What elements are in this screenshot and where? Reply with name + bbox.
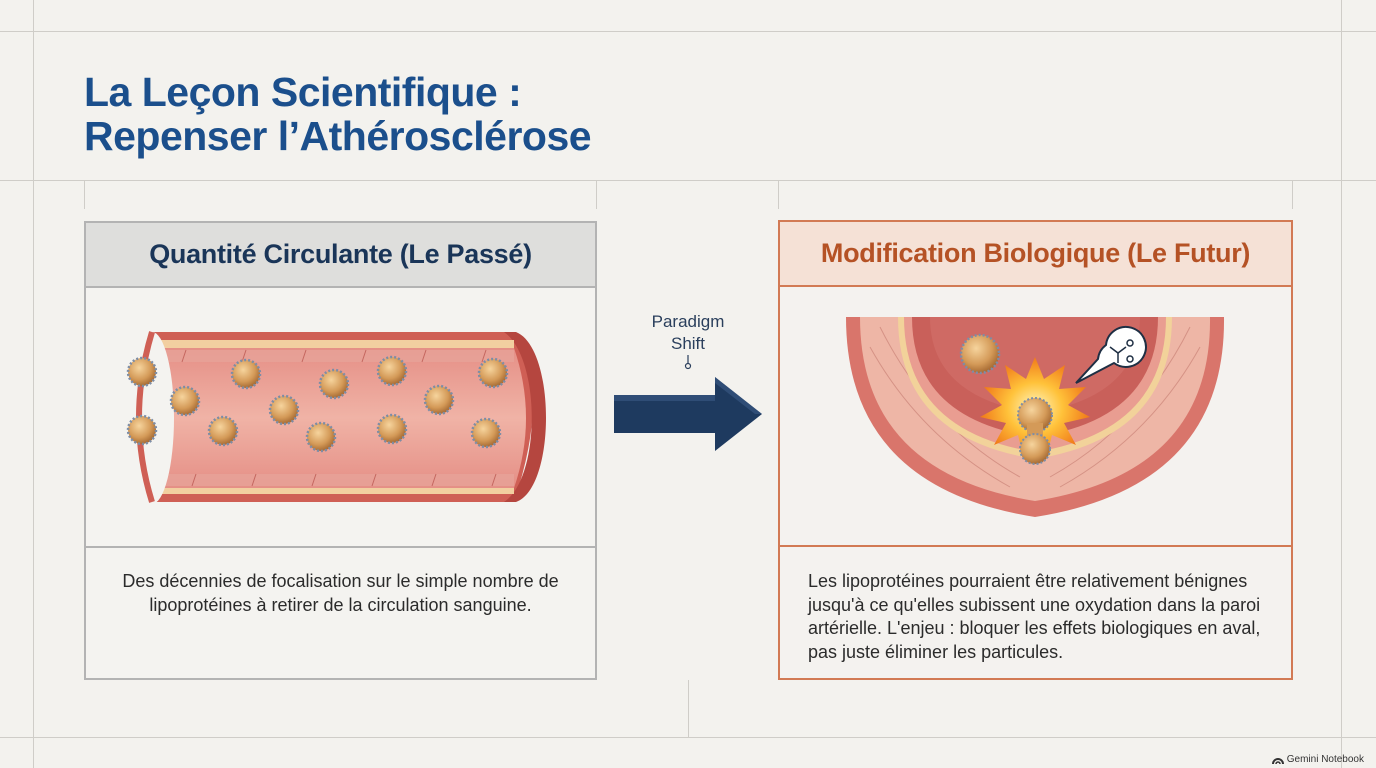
past-panel-description: Des décennies de focalisation sur le sim… [122, 571, 559, 615]
artery-illustration [86, 288, 595, 546]
lipoprotein-particle [207, 415, 239, 447]
grid-line [0, 737, 1376, 738]
title-line-2: Repenser l’Athérosclérose [84, 113, 592, 159]
future-panel-heading: Modification Biologique (Le Futur) [780, 222, 1291, 287]
title-line-1: La Leçon Scientifique : [84, 69, 522, 115]
lipoprotein-particle [376, 413, 408, 445]
trapped-lipoprotein [1017, 397, 1053, 465]
grid-line [0, 31, 1376, 32]
lipoprotein-particle [126, 356, 158, 388]
brand-label: Gemini Notebook [1286, 754, 1364, 765]
grid-line [688, 680, 689, 737]
paradigm-shift-line-2: Shift [670, 334, 706, 353]
lipoprotein-particle [318, 368, 350, 400]
grid-line [33, 0, 34, 768]
lipoprotein-particle [169, 385, 201, 417]
lipoprotein-particle [959, 333, 1001, 375]
lipoprotein-particle [268, 394, 300, 426]
paradigm-shift-label: Paradigm Shift [638, 311, 738, 355]
arrow-right-icon [614, 355, 762, 451]
molecule-bubble-icon [1075, 325, 1147, 384]
grid-line [0, 180, 1376, 181]
past-panel: Quantité Circulante (Le Passé) [84, 221, 597, 680]
lipoprotein-particle [470, 417, 502, 449]
vessel-lumen [152, 348, 526, 488]
grid-line [84, 181, 85, 209]
arterial-wall-illustration [780, 287, 1291, 545]
future-panel-text-box: Les lipoprotéines pourraient être relati… [780, 545, 1291, 678]
lipoprotein-particle [376, 355, 408, 387]
gemini-notebook-brand: Gemini Notebook [1271, 754, 1364, 765]
past-panel-heading: Quantité Circulante (Le Passé) [86, 223, 595, 288]
grid-line [778, 181, 779, 209]
grid-line [596, 181, 597, 209]
grid-line [1341, 0, 1342, 768]
past-panel-text-box: Des décennies de focalisation sur le sim… [86, 546, 595, 678]
future-panel: Modification Biologique (Le Futur) [778, 220, 1293, 680]
paradigm-shift-line-1: Paradigm [651, 312, 725, 331]
lipoprotein-particle [230, 358, 262, 390]
lipoprotein-particle [477, 357, 509, 389]
lipoprotein-particle [423, 384, 455, 416]
future-panel-description: Les lipoprotéines pourraient être relati… [808, 571, 1261, 662]
grid-line [1292, 181, 1293, 209]
page-title: La Leçon Scientifique : Repenser l’Athér… [84, 69, 592, 159]
lipoprotein-particle [305, 421, 337, 453]
lipoprotein-particle [126, 414, 158, 446]
notebook-logo-icon [1271, 757, 1284, 764]
